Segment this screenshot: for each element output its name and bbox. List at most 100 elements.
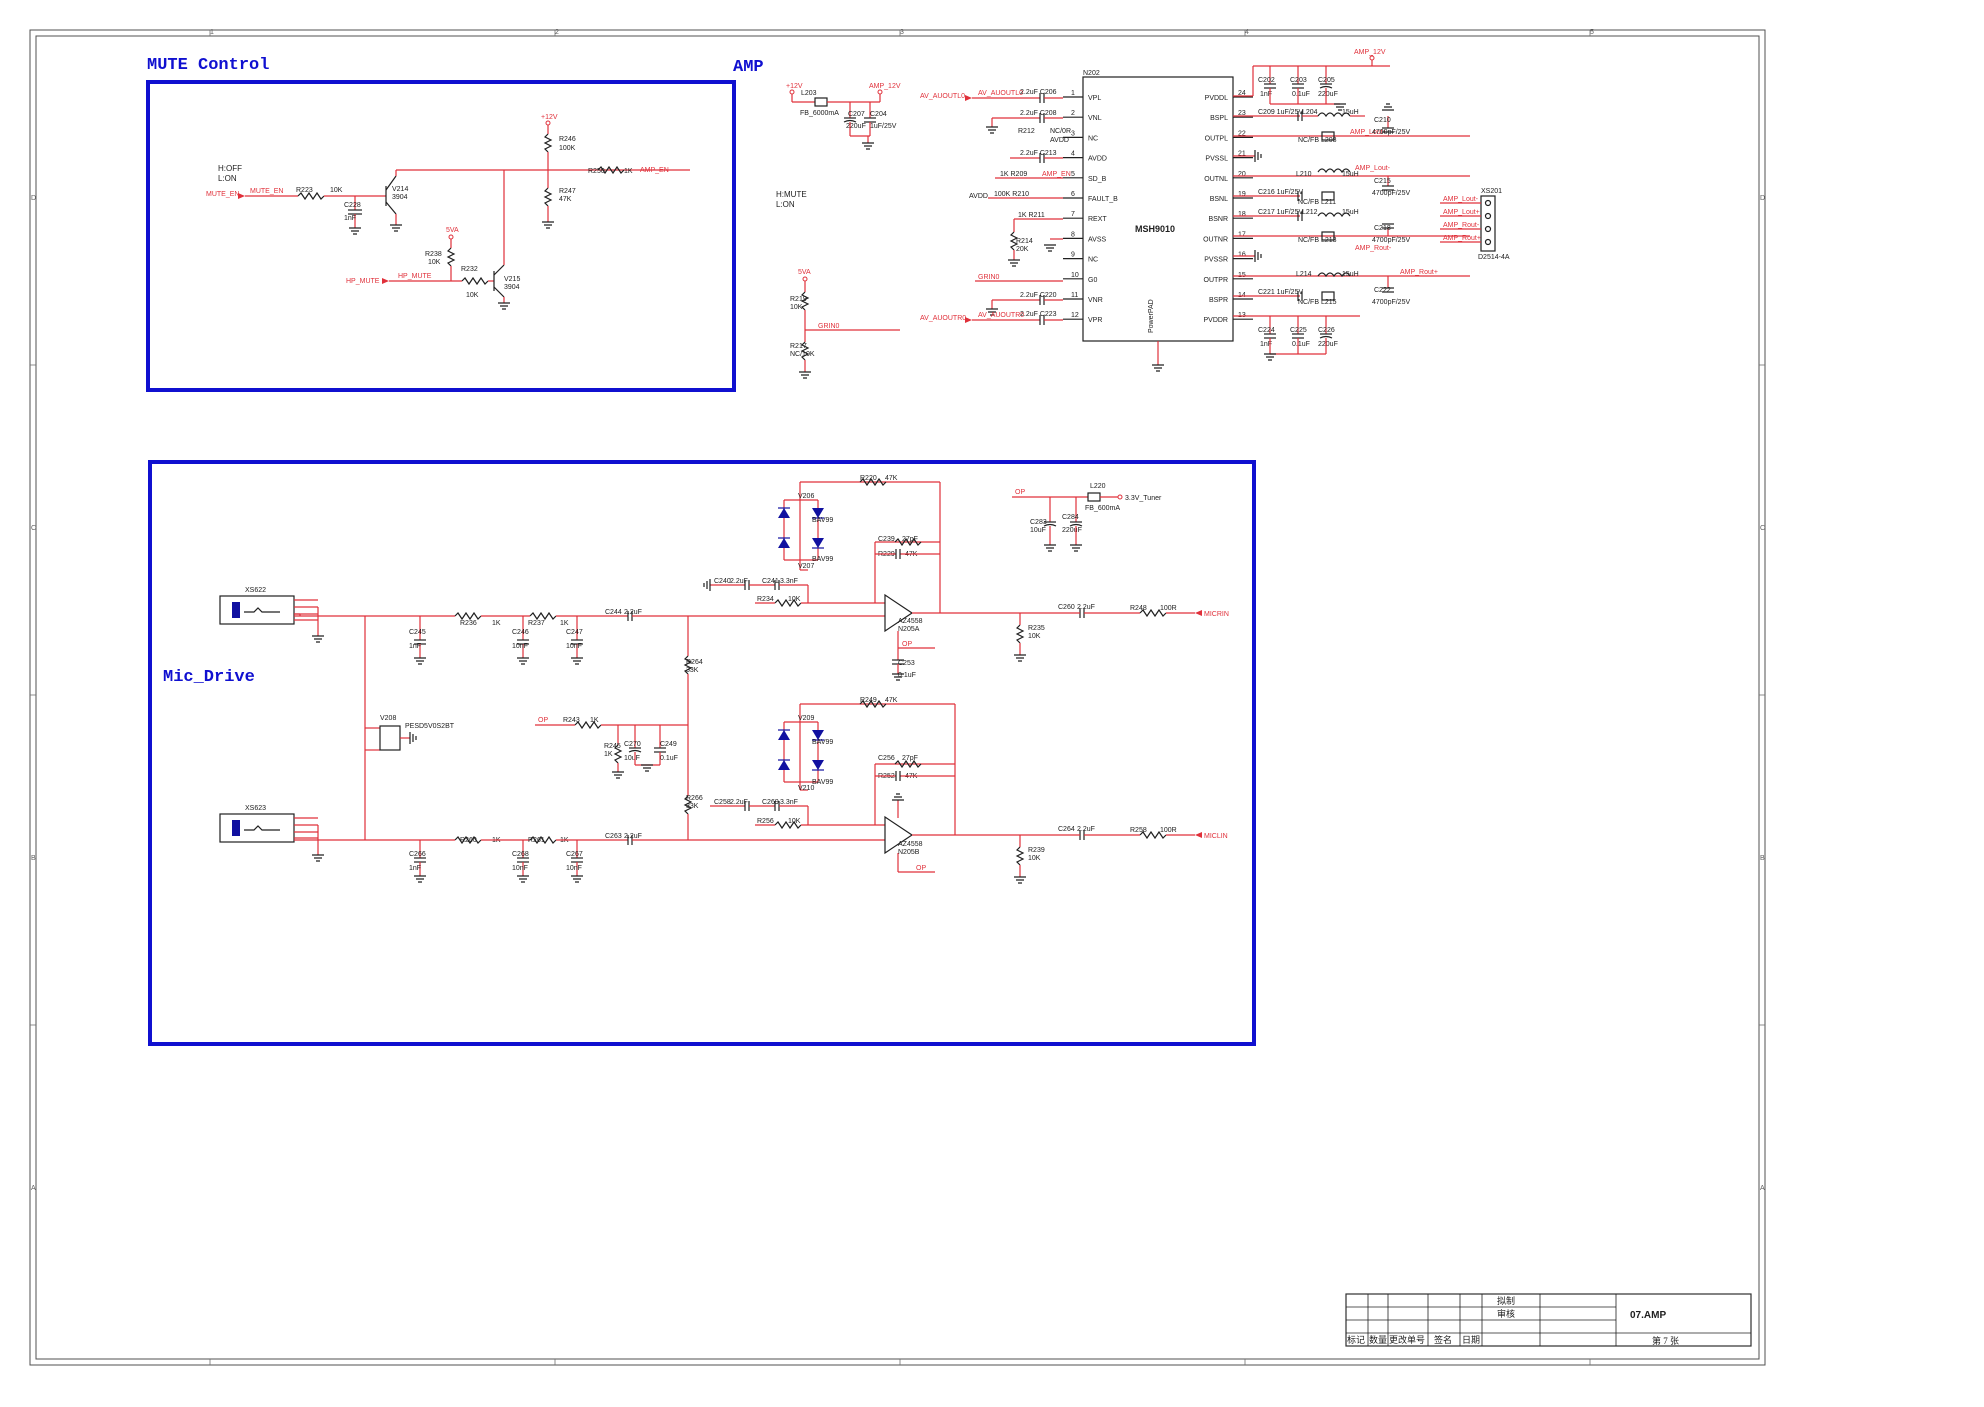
- svg-text:10nF: 10nF: [566, 865, 582, 872]
- svg-text:C: C: [1760, 525, 1765, 532]
- title-block: 标记 数量 更改单号 签名 日期 拟制 审核 07.AMP 第 7 张: [1345, 1293, 1752, 1347]
- ic-pin-name: FAULT_B: [1088, 196, 1118, 203]
- svg-text:C225: C225: [1290, 327, 1307, 334]
- svg-text:L220: L220: [1090, 483, 1106, 490]
- ic-pin-name: VPR: [1088, 317, 1102, 324]
- ic-pin-name: BSPL: [1210, 115, 1228, 122]
- ic-pin-name: NC: [1088, 135, 1098, 142]
- svg-text:C267: C267: [566, 851, 583, 858]
- svg-text:1: 1: [210, 29, 214, 36]
- net-mute-en: MUTE_EN: [206, 191, 239, 198]
- svg-text:OP: OP: [538, 717, 548, 724]
- net-grin0-b: GRIN0: [978, 274, 1000, 281]
- ic-pin-number: 9: [1071, 252, 1075, 259]
- inner-frame: [35, 35, 1760, 1360]
- svg-text:FB_600mA: FB_600mA: [1085, 505, 1120, 512]
- svg-text:C: C: [31, 525, 36, 532]
- svg-text:3904: 3904: [504, 284, 520, 291]
- svg-text:20K: 20K: [1016, 246, 1029, 253]
- svg-text:L210: L210: [1296, 171, 1312, 178]
- svg-text:1K: 1K: [560, 620, 569, 627]
- svg-text:BAV99: BAV99: [812, 517, 833, 524]
- ic-pin-name: PVDDL: [1205, 95, 1228, 102]
- svg-text:3.3V_Tuner: 3.3V_Tuner: [1125, 495, 1162, 502]
- xs201-connector: [1480, 195, 1496, 252]
- svg-text:C263: C263: [605, 833, 622, 840]
- svg-text:B: B: [1760, 855, 1765, 862]
- svg-text:0.1uF: 0.1uF: [660, 755, 678, 762]
- svg-text:15uH: 15uH: [1342, 109, 1359, 116]
- svg-text:2: 2: [555, 29, 559, 36]
- svg-text:15uH: 15uH: [1342, 209, 1359, 216]
- xs623-jack: [219, 813, 295, 843]
- svg-text:1K: 1K: [590, 717, 599, 724]
- opamp-n205a: [884, 593, 914, 633]
- svg-text:C246: C246: [512, 629, 529, 636]
- svg-text:3: 3: [900, 29, 904, 36]
- ic-pin-name: BSNL: [1210, 196, 1228, 203]
- xs622-jack: [219, 595, 295, 625]
- svg-text:10K: 10K: [428, 259, 441, 266]
- ic-pin-number: 23: [1238, 110, 1246, 117]
- svg-text:C222: C222: [1374, 287, 1391, 294]
- svg-text:5VA: 5VA: [798, 269, 811, 276]
- ic-pin-number: 16: [1238, 252, 1246, 259]
- svg-text:1K: 1K: [492, 620, 501, 627]
- svg-text:R261: R261: [528, 837, 545, 844]
- ic-pin-name: OUTPL: [1205, 135, 1228, 142]
- svg-text:2.2uF: 2.2uF: [624, 833, 642, 840]
- svg-text:1nF: 1nF: [1260, 341, 1272, 348]
- svg-text:AV_AUOUTR0: AV_AUOUTR0: [978, 312, 1024, 319]
- svg-text:220uF: 220uF: [1062, 527, 1082, 534]
- svg-text:A: A: [1760, 1185, 1765, 1192]
- svg-text:R260: R260: [460, 837, 477, 844]
- svg-text:10K: 10K: [1028, 855, 1041, 862]
- svg-text:AMP_Lout-: AMP_Lout-: [1355, 165, 1391, 172]
- svg-text:220uF: 220uF: [846, 123, 866, 130]
- svg-text:2.2uF C213: 2.2uF C213: [1020, 150, 1057, 157]
- svg-text:R249: R249: [860, 697, 877, 704]
- svg-text:C224: C224: [1258, 327, 1275, 334]
- ic-pin-name: AVDD: [1088, 156, 1107, 163]
- svg-text:3904: 3904: [392, 194, 408, 201]
- svg-text:AMP_Rout-: AMP_Rout-: [1443, 222, 1480, 229]
- svg-text:10nF: 10nF: [512, 643, 528, 650]
- svg-text:C205: C205: [1318, 77, 1335, 84]
- r223-resistor: [297, 191, 325, 201]
- svg-text:10K: 10K: [788, 818, 801, 825]
- svg-text:AVDD: AVDD: [1050, 137, 1069, 144]
- ic-pin-number: 21: [1238, 151, 1246, 158]
- svg-text:10uF: 10uF: [1030, 527, 1046, 534]
- svg-text:10uF: 10uF: [624, 755, 640, 762]
- svg-text:C258: C258: [714, 799, 731, 806]
- svg-text:审核: 审核: [1497, 1308, 1515, 1319]
- ic-pin-number: 4: [1071, 151, 1075, 158]
- svg-text:220uF: 220uF: [1318, 341, 1338, 348]
- svg-text:V206: V206: [798, 493, 814, 500]
- ic-pin-name: SD_B: [1088, 176, 1107, 183]
- ic-pin-number: 5: [1071, 171, 1075, 178]
- svg-text:XS622: XS622: [245, 587, 266, 594]
- svg-text:NC/FB L208: NC/FB L208: [1298, 137, 1337, 144]
- svg-text:OP: OP: [1015, 489, 1025, 496]
- svg-text:R245: R245: [604, 743, 621, 750]
- svg-text:R238: R238: [425, 251, 442, 258]
- ic-pin-name: OUTPR: [1204, 277, 1229, 284]
- ic-pin-name: BSPR: [1209, 297, 1228, 304]
- svg-text:AMP_EN: AMP_EN: [1042, 171, 1071, 178]
- svg-text:HP_MUTE: HP_MUTE: [398, 273, 432, 280]
- svg-text:10K: 10K: [788, 596, 801, 603]
- svg-text:数量: 数量: [1369, 1334, 1387, 1345]
- svg-text:AZ4558: AZ4558: [898, 618, 923, 625]
- svg-text:MUTE_EN: MUTE_EN: [250, 188, 283, 195]
- svg-text:V209: V209: [798, 715, 814, 722]
- ic-pin-name: BSNR: [1209, 216, 1228, 223]
- mute-hoff-note: H:OFF: [218, 164, 242, 173]
- svg-text:D2514-4A: D2514-4A: [1478, 254, 1510, 261]
- ic-pin-name: PVSSR: [1204, 257, 1228, 264]
- svg-text:NC/FB L215: NC/FB L215: [1298, 299, 1337, 306]
- outer-frame: [29, 29, 1766, 1366]
- svg-text:AMP_Rout-: AMP_Rout-: [1355, 245, 1392, 252]
- svg-text:C253: C253: [898, 660, 915, 667]
- svg-text:C202: C202: [1258, 77, 1275, 84]
